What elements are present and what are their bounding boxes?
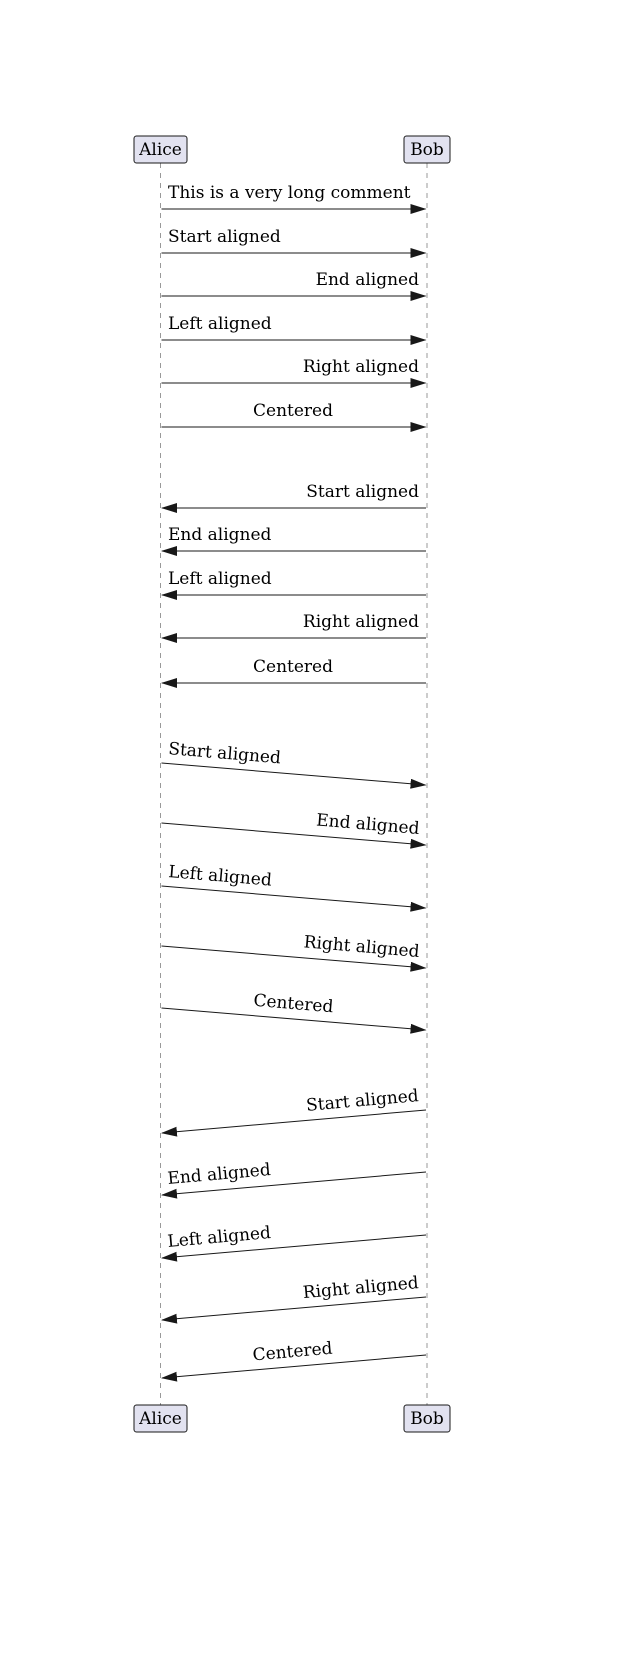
participant-name: Bob xyxy=(410,1409,444,1429)
message-label: Centered xyxy=(253,991,334,1018)
participant-name: Alice xyxy=(138,140,182,160)
message-13: End aligned xyxy=(161,810,427,849)
message-label: End aligned xyxy=(167,1160,272,1189)
participant-name-box xyxy=(403,1404,451,1433)
message-label: Right aligned xyxy=(303,612,419,632)
message-16: Centered xyxy=(161,991,427,1034)
message-4: Left aligned xyxy=(161,314,427,345)
message-5: Right aligned xyxy=(161,357,427,388)
message-label: Start aligned xyxy=(306,482,419,502)
message-label: Start aligned xyxy=(168,227,281,247)
message-arrow-right-slanted xyxy=(161,945,427,972)
participant-bob-bottom: Bob xyxy=(403,1404,451,1433)
message-label: End aligned xyxy=(316,810,421,839)
message-1: This is a very long comment xyxy=(161,183,427,214)
participant-alice-bottom: Alice xyxy=(133,1404,188,1433)
message-arrow-right-slanted xyxy=(161,885,427,912)
message-17: Start aligned xyxy=(161,1086,427,1137)
message-arrow-left-slanted xyxy=(161,1109,427,1137)
message-label: Left aligned xyxy=(167,1223,272,1252)
message-label: Start aligned xyxy=(168,739,282,768)
message-8: End aligned xyxy=(161,525,426,556)
message-19: Left aligned xyxy=(161,1223,427,1262)
message-arrow-left-slanted xyxy=(161,1234,427,1262)
message-21: Centered xyxy=(161,1339,427,1382)
participant-name: Alice xyxy=(138,1409,182,1429)
participant-box xyxy=(133,1404,188,1433)
message-arrow-right-slanted xyxy=(161,1007,427,1034)
message-12: Start aligned xyxy=(161,739,427,789)
message-label: Centered xyxy=(252,1339,334,1366)
message-arrow-left-slanted xyxy=(161,1354,427,1382)
message-15: Right aligned xyxy=(161,932,427,972)
message-2: Start aligned xyxy=(161,227,427,258)
message-arrow-right-slanted xyxy=(161,822,427,849)
message-arrow-left-slanted xyxy=(161,1296,427,1324)
message-label: Right aligned xyxy=(303,932,420,962)
participant-bob-top: Bob xyxy=(403,135,451,164)
message-3: End aligned xyxy=(161,270,427,301)
message-18: End aligned xyxy=(161,1160,427,1199)
participant-box xyxy=(403,135,451,164)
message-arrow-left-slanted xyxy=(161,1171,427,1199)
message-label: Start aligned xyxy=(305,1086,419,1116)
message-label: Left aligned xyxy=(168,569,272,589)
message-label: Centered xyxy=(253,657,333,677)
message-label: Left aligned xyxy=(168,862,273,891)
message-label: Centered xyxy=(253,401,333,421)
message-9: Left aligned xyxy=(161,569,426,600)
message-6: Centered xyxy=(161,401,427,432)
message-label: Left aligned xyxy=(168,314,272,334)
message-label: End aligned xyxy=(316,270,420,290)
message-label: This is a very long comment xyxy=(168,183,411,203)
message-11: Centered xyxy=(161,657,426,688)
participant-box xyxy=(133,135,188,164)
message-label: End aligned xyxy=(168,525,272,545)
message-10: Right aligned xyxy=(161,612,426,643)
message-label: Right aligned xyxy=(302,1273,420,1303)
message-arrow-right-slanted xyxy=(161,762,427,789)
message-label: Right aligned xyxy=(303,357,419,377)
participant-name: Bob xyxy=(410,140,444,160)
message-7: Start aligned xyxy=(161,482,426,513)
message-20: Right aligned xyxy=(161,1273,427,1324)
participant-alice-top: Alice xyxy=(133,135,188,164)
message-14: Left aligned xyxy=(161,862,427,912)
